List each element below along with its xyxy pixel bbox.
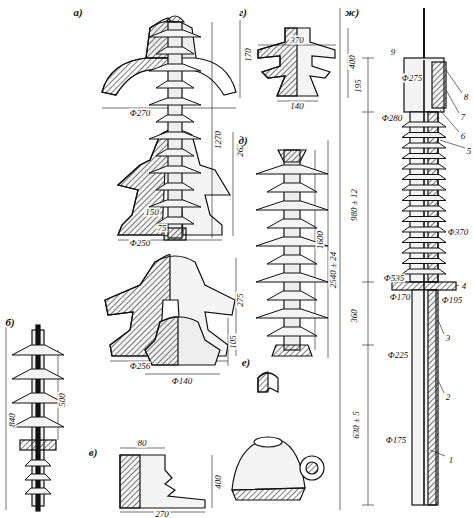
shed: [402, 164, 446, 169]
dimension-label: Φ535: [383, 274, 405, 283]
shed: [149, 166, 201, 173]
dimension-label: 1270: [214, 130, 223, 150]
shed: [402, 217, 446, 222]
shed: [402, 269, 446, 274]
dimension-label: 980 ± 12: [350, 188, 359, 222]
shed: [149, 30, 201, 37]
dimension-label: 500: [58, 392, 67, 408]
dimension-label: Φ256: [129, 362, 151, 371]
dimension-label: 630 ± 5: [352, 410, 361, 439]
section-letter: а): [72, 7, 83, 18]
callout-number: 4: [461, 282, 468, 291]
shed: [402, 122, 446, 127]
shed: [402, 196, 446, 201]
shed: [156, 115, 194, 122]
callout-number: 2: [445, 393, 452, 402]
shed: [256, 201, 328, 210]
dimension-label: 80: [137, 439, 148, 448]
shed: [12, 369, 64, 379]
dimension-label: 150: [144, 208, 160, 217]
shed: [156, 47, 194, 54]
shed: [149, 132, 201, 139]
dimension-label: 75: [157, 224, 168, 233]
shed: [149, 200, 201, 207]
shed: [402, 133, 446, 138]
dimension-label: Φ270: [129, 109, 151, 118]
shed: [156, 183, 194, 190]
callout-number: 3: [445, 334, 452, 343]
shed: [402, 259, 446, 264]
callout-number: 6: [460, 132, 467, 141]
shed: [267, 327, 317, 336]
dimension-label: 195: [354, 78, 363, 94]
shed: [402, 238, 446, 243]
shed: [256, 309, 328, 318]
shed: [12, 417, 64, 427]
shed: [267, 183, 317, 192]
shed: [149, 64, 201, 71]
callout-number: 1: [448, 456, 455, 465]
dimension-label: 105: [229, 334, 238, 350]
dimension-label: 275: [236, 292, 245, 308]
dimension-label: Φ250: [129, 239, 151, 248]
section-letter: е): [241, 357, 252, 368]
dimension-label: Φ140: [171, 377, 193, 386]
section-letter: д): [237, 135, 248, 146]
dimension-label: 400: [348, 54, 357, 70]
dimension-label: Φ170: [389, 293, 411, 302]
callout-number: 5: [466, 147, 473, 156]
dimension-label: 840: [8, 412, 17, 428]
section-letter: ж): [344, 7, 360, 18]
shed: [25, 460, 51, 466]
shed: [256, 273, 328, 282]
dimension-label: Φ280: [381, 114, 403, 123]
shed: [267, 219, 317, 228]
shed: [25, 488, 51, 494]
section-letter: в): [88, 447, 99, 458]
shed: [12, 393, 64, 403]
shed: [402, 206, 446, 211]
dimension-label: Φ225: [387, 351, 409, 360]
shed: [267, 291, 317, 300]
shed: [402, 248, 446, 253]
dimension-label: 370: [289, 36, 305, 45]
shed: [156, 81, 194, 88]
dimension-label: 170: [244, 47, 253, 63]
callout-number: 8: [463, 93, 470, 102]
shed: [402, 185, 446, 190]
dimension-label: 1600: [316, 230, 325, 250]
dimension-label: Φ195: [441, 296, 463, 305]
shed: [149, 98, 201, 105]
shed: [402, 227, 446, 232]
dimension-label: 400: [214, 474, 223, 490]
dimension-label: Φ275: [401, 74, 423, 83]
shed: [402, 143, 446, 148]
dimension-label: 140: [289, 102, 305, 111]
shed: [25, 474, 51, 480]
callout-number: 7: [460, 113, 467, 122]
shed: [156, 149, 194, 156]
dimension-label: 270: [154, 510, 170, 518]
section-letter: г): [238, 7, 248, 18]
shed: [402, 154, 446, 159]
shed: [402, 175, 446, 180]
dimension-label: Φ175: [385, 436, 407, 445]
dimension-label: 360: [350, 308, 359, 324]
shed: [256, 165, 328, 174]
dimension-label: 2540 ± 24: [329, 251, 338, 289]
dimension-label: Φ370: [447, 228, 469, 237]
shed: [12, 345, 64, 355]
section-letter: б): [4, 317, 15, 328]
callout-number: 9: [390, 48, 397, 57]
shed: [267, 255, 317, 264]
